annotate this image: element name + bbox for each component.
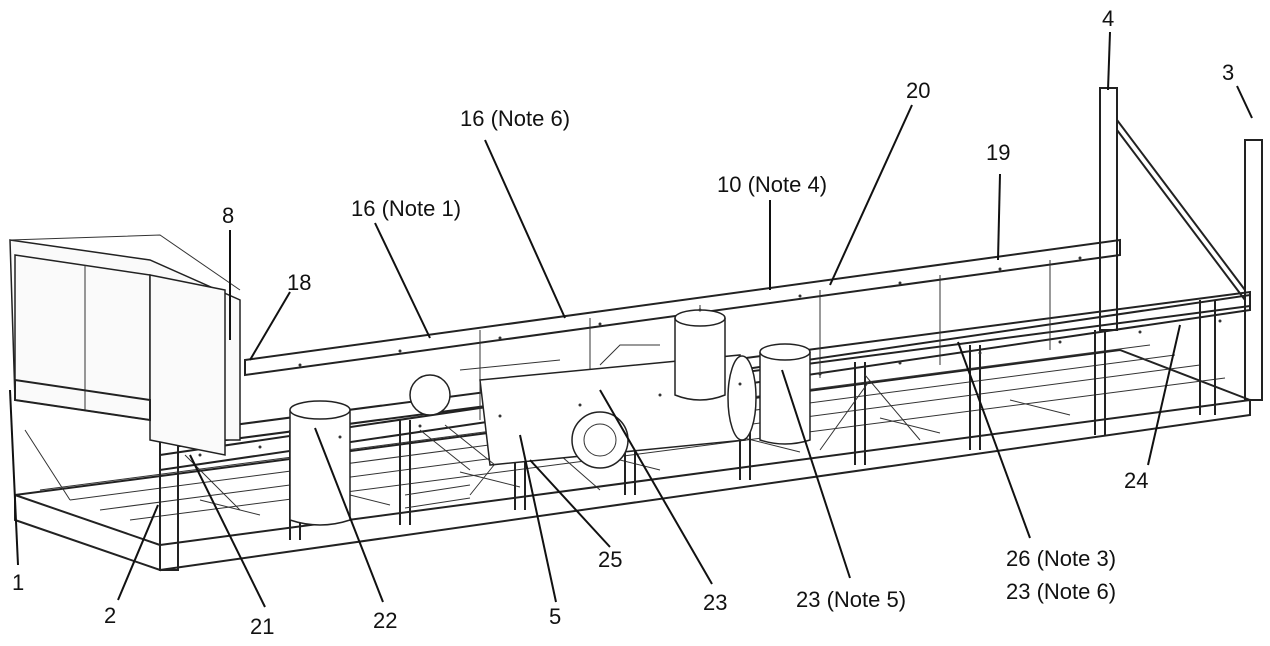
callout-25: 25 xyxy=(598,547,622,572)
callout-16-note-1: 16 (Note 1) xyxy=(351,196,461,221)
rear-top-rail xyxy=(244,238,1121,377)
callout-2: 2 xyxy=(104,603,116,628)
callout-5: 5 xyxy=(549,604,561,629)
callout-21: 21 xyxy=(250,614,274,639)
receiver-tank xyxy=(289,400,351,526)
callout-23: 23 xyxy=(703,590,727,615)
rivets xyxy=(198,256,1222,457)
callout-18: 18 xyxy=(287,270,311,295)
callout-4: 4 xyxy=(1102,6,1114,31)
vertical-tank xyxy=(674,309,811,445)
callout-22: 22 xyxy=(373,608,397,633)
callout-26-note-3: 26 (Note 3) xyxy=(1006,546,1116,571)
callout-19: 19 xyxy=(986,140,1010,165)
callouts: 1 2 3 4 5 8 10 (Note 4) 16 (Note 1) 16 (… xyxy=(12,6,1234,639)
callout-3: 3 xyxy=(1222,60,1234,85)
callout-23-note-5: 23 (Note 5) xyxy=(796,587,906,612)
callout-24: 24 xyxy=(1124,468,1148,493)
callout-1: 1 xyxy=(12,570,24,595)
callout-20: 20 xyxy=(906,78,930,103)
compressor xyxy=(409,374,629,469)
piping xyxy=(404,344,660,509)
callout-23-note-6: 23 (Note 6) xyxy=(1006,579,1116,604)
callout-16-note-6: 16 (Note 6) xyxy=(460,106,570,131)
leader-lines xyxy=(9,31,1253,608)
callout-10-note-4: 10 (Note 4) xyxy=(717,172,827,197)
condenser-unit xyxy=(9,234,241,456)
callout-8: 8 xyxy=(222,203,234,228)
